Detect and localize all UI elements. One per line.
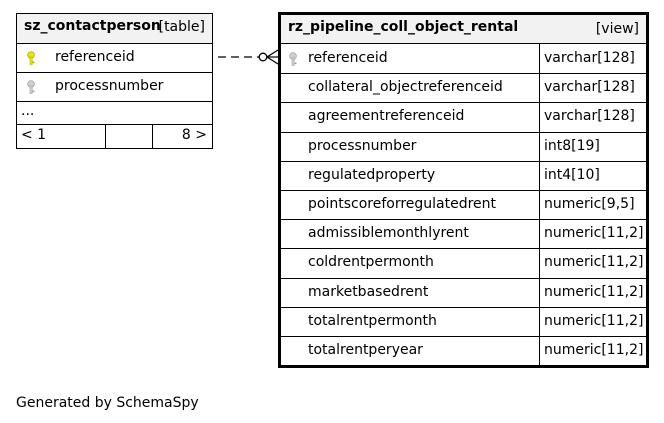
table-nav-row: < 1 8 > (17, 124, 212, 148)
table-name: rz_pipeline_coll_object_rental (288, 19, 519, 35)
column-name: collateral_objectreferenceid (308, 79, 503, 96)
column-row-totalrentperyear[interactable]: totalrentperyear numeric[11,2] (281, 336, 646, 365)
column-row-referenceid[interactable]: referenceid varchar[128] (281, 44, 646, 73)
column-row-marketbasedrent[interactable]: marketbasedrent numeric[11,2] (281, 278, 646, 307)
row-divider (281, 160, 646, 162)
column-row-referenceid[interactable]: referenceid (17, 43, 212, 72)
column-type: int4[10] (544, 166, 600, 183)
column-type: int8[19] (544, 137, 600, 154)
nav-divider (105, 124, 106, 148)
row-divider (17, 72, 212, 73)
column-name: referenceid (308, 50, 388, 66)
column-row-admissiblemonthlyrent[interactable]: admissiblemonthlyrent numeric[11,2] (281, 219, 646, 248)
column-row-totalrentpermonth[interactable]: totalrentpermonth numeric[11,2] (281, 307, 646, 336)
nav-divider (152, 124, 153, 148)
column-row-processnumber[interactable]: processnumber int8[19] (281, 132, 646, 161)
column-name: marketbasedrent (308, 283, 429, 300)
column-row-pointscoreforregulatedrent[interactable]: pointscoreforregulatedrent numeric[9,5] (281, 190, 646, 219)
column-row-agreementreferenceid[interactable]: agreementreferenceid varchar[128] (281, 102, 646, 131)
column-type: numeric[11,2] (544, 254, 644, 271)
index-key-icon (289, 52, 297, 66)
more-columns-ellipsis: ... (21, 103, 35, 119)
column-name: processnumber (308, 137, 417, 154)
row-divider (281, 219, 646, 221)
table-header: rz_pipeline_coll_object_rental [view] (281, 15, 646, 44)
row-divider (281, 102, 646, 104)
row-divider (281, 73, 646, 75)
row-divider (17, 124, 212, 125)
table-kind: [view] (595, 21, 639, 37)
column-name: totalrentpermonth (308, 312, 437, 329)
column-type: varchar[128] (544, 79, 635, 96)
primary-key-icon (27, 51, 35, 65)
column-name: processnumber (55, 78, 164, 94)
column-type: numeric[11,2] (544, 225, 644, 242)
index-key-icon (27, 80, 35, 94)
row-divider (281, 277, 646, 279)
table-name: sz_contactperson (24, 18, 161, 34)
column-name: referenceid (55, 49, 135, 65)
column-type: varchar[128] (544, 108, 635, 125)
generated-by-footer: Generated by SchemaSpy (16, 395, 199, 411)
column-row-collateral_objectreferenceid[interactable]: collateral_objectreferenceid varchar[128] (281, 73, 646, 102)
nav-prev[interactable]: < 1 (21, 127, 47, 143)
row-divider (281, 336, 646, 337)
column-type: numeric[9,5] (544, 196, 635, 212)
table-header: sz_contactperson [table] (17, 14, 212, 44)
column-name: admissiblemonthlyrent (308, 225, 469, 242)
column-type: varchar[128] (544, 50, 635, 66)
row-divider (281, 306, 646, 308)
column-name: agreementreferenceid (308, 108, 465, 125)
table-sz-contactperson[interactable]: sz_contactperson [table] referenceid pro… (16, 13, 213, 149)
row-divider (17, 101, 212, 102)
column-name: coldrentpermonth (308, 254, 434, 271)
table-kind: [table] (158, 19, 205, 35)
column-row-coldrentpermonth[interactable]: coldrentpermonth numeric[11,2] (281, 248, 646, 277)
row-divider (281, 131, 646, 133)
view-rz-pipeline-coll-object-rental[interactable]: rz_pipeline_coll_object_rental [view] re… (278, 12, 649, 368)
column-name: regulatedproperty (308, 166, 436, 183)
column-type: numeric[11,2] (544, 342, 644, 358)
column-row-processnumber[interactable]: processnumber (17, 72, 212, 101)
type-column-divider (539, 44, 540, 365)
column-name: totalrentperyear (308, 342, 423, 358)
column-name: pointscoreforregulatedrent (308, 196, 497, 212)
row-divider (281, 248, 646, 250)
column-type: numeric[11,2] (544, 312, 644, 329)
column-row-regulatedproperty[interactable]: regulatedproperty int4[10] (281, 161, 646, 190)
row-divider (281, 190, 646, 191)
column-type: numeric[11,2] (544, 283, 644, 300)
nav-next[interactable]: 8 > (181, 127, 207, 143)
